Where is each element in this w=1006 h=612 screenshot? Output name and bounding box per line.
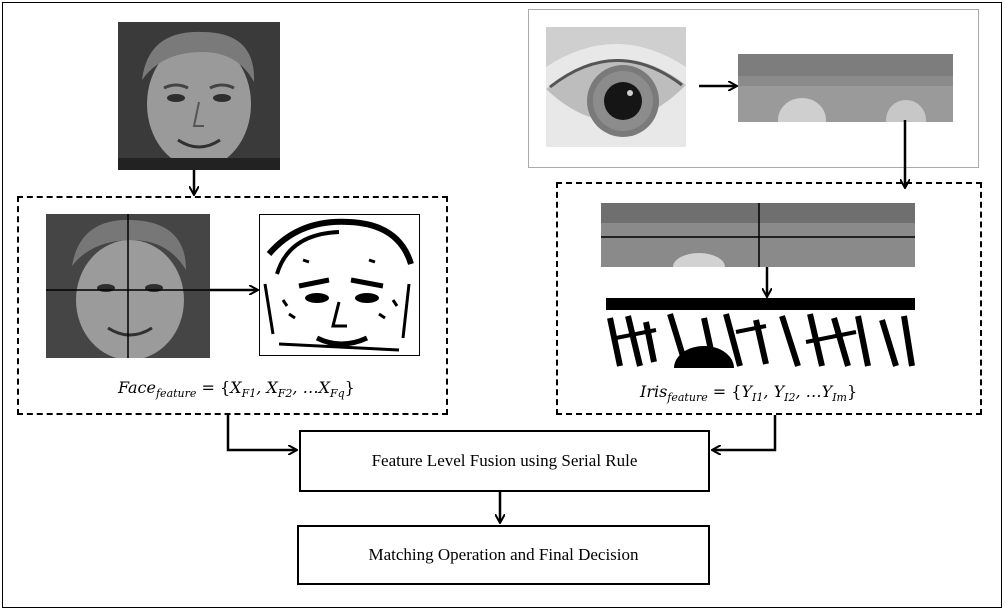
face-photo xyxy=(118,22,280,170)
decision-box: Matching Operation and Final Decision xyxy=(297,525,710,585)
decision-label: Matching Operation and Final Decision xyxy=(368,545,639,564)
face-feature-formula: Facefeature = {XF1, XF2, …XFq} xyxy=(118,378,355,401)
iris-feature-box xyxy=(556,182,982,415)
fusion-box: Feature Level Fusion using Serial Rule xyxy=(299,430,710,492)
fusion-label: Feature Level Fusion using Serial Rule xyxy=(371,451,638,470)
binary-face-texture xyxy=(259,214,420,356)
iris-source-panel xyxy=(528,9,979,168)
iris-feature-formula: Irisfeature = {YI1, YI2, …YIm} xyxy=(640,382,858,405)
face-feature-box xyxy=(17,196,448,415)
iris-grid-image xyxy=(601,203,915,267)
eye-photo xyxy=(546,27,686,147)
normalized-iris-strip xyxy=(738,54,953,122)
face-grid-image xyxy=(46,214,210,358)
binary-iris-code xyxy=(606,298,915,368)
